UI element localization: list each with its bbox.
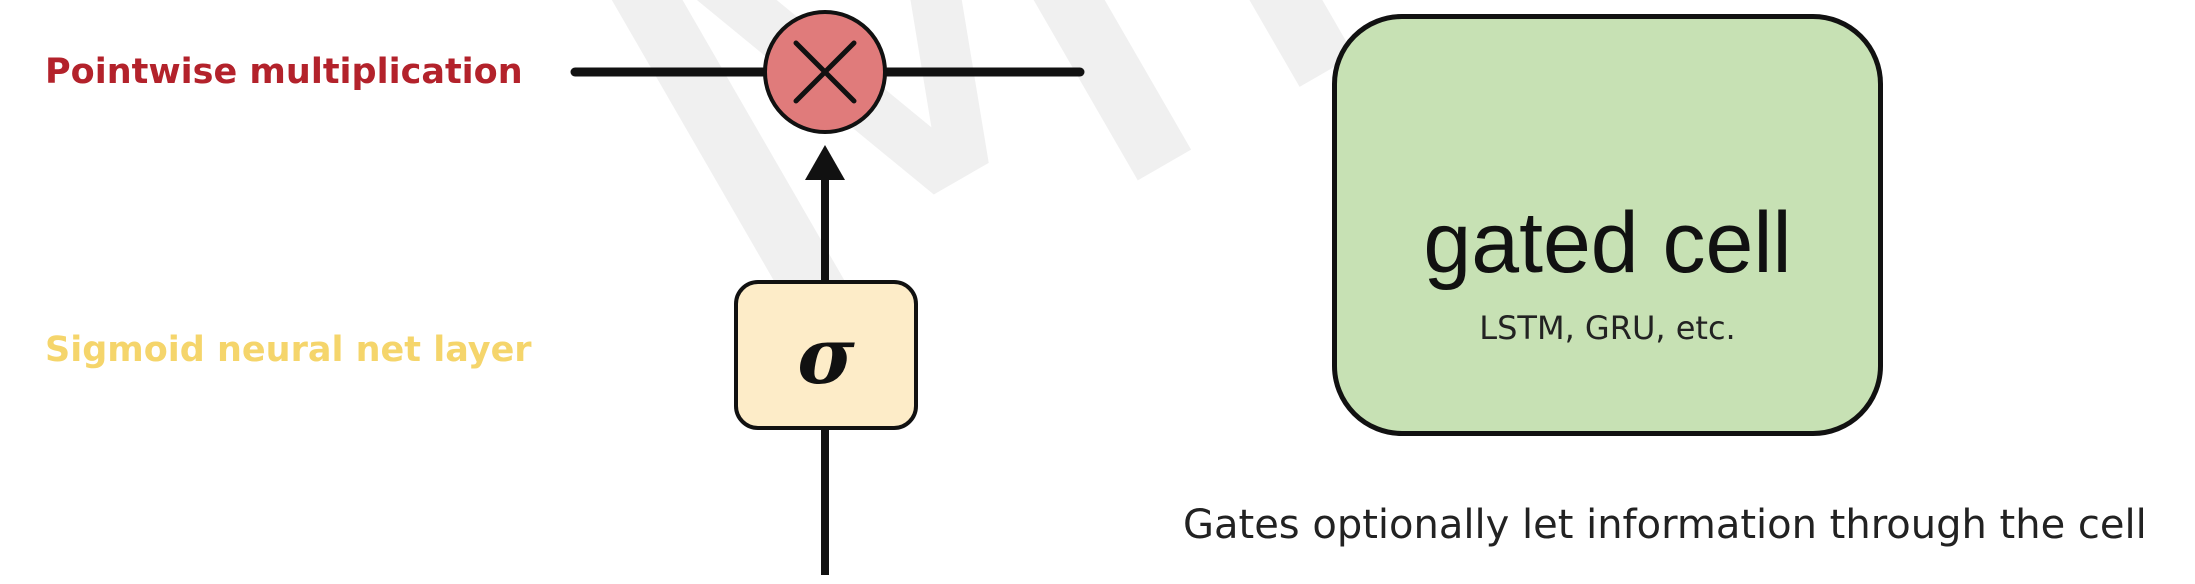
multiply-icon-stroke	[793, 40, 857, 104]
sigmoid-layer-label: Sigmoid neural net layer	[45, 330, 532, 370]
sigma-box	[734, 280, 918, 430]
gated-cell-box: gated cell LSTM, GRU, etc.	[1332, 14, 1883, 436]
gates-caption: Gates optionally let information through…	[1183, 502, 2147, 548]
gated-cell-subtitle: LSTM, GRU, etc.	[1479, 309, 1736, 347]
pointwise-multiplication-label: Pointwise multiplication	[45, 52, 523, 92]
arrowhead	[805, 145, 845, 180]
gated-cell-title: gated cell	[1423, 195, 1792, 291]
sigma-symbol: σ	[797, 311, 855, 402]
